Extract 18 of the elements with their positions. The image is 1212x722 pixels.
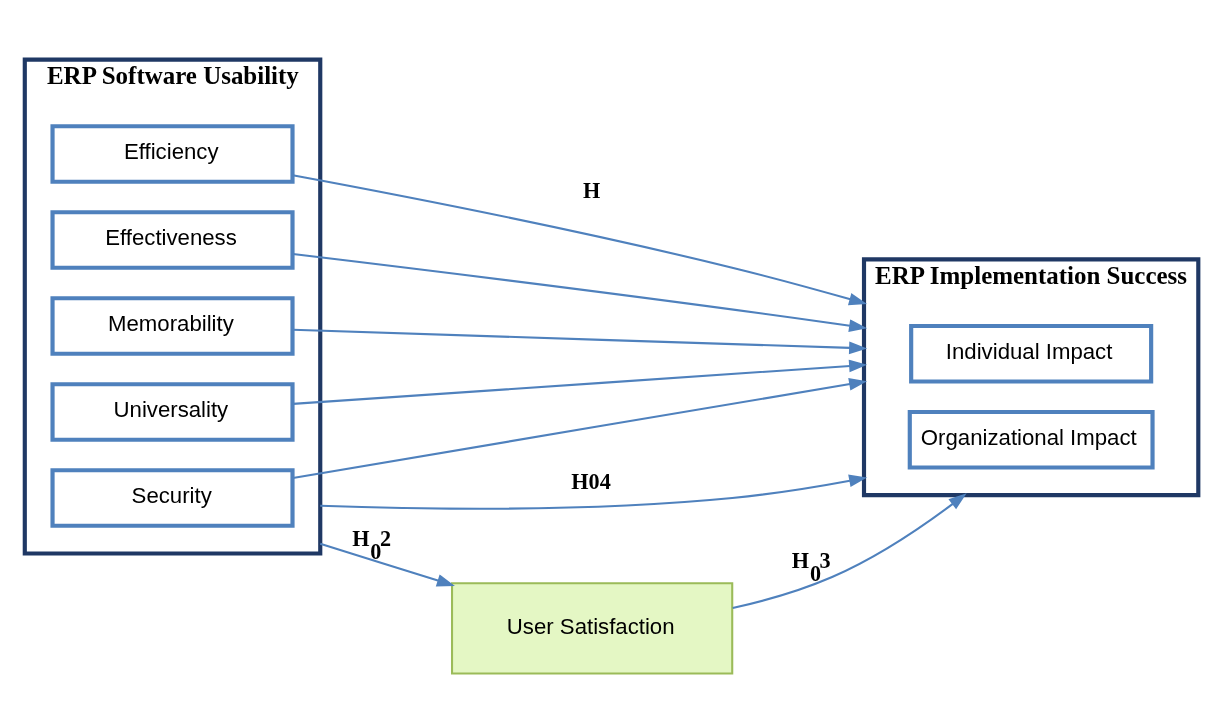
node-box: Efficiency [50,124,295,184]
node-box: Organizational Impact [907,409,1155,470]
edge-label: H [583,178,601,204]
arrow [319,542,455,587]
arrow [320,474,868,510]
node-box: Security [50,468,295,528]
node-box: User Satisfaction [451,582,734,675]
arrow [292,377,868,479]
arrow [292,328,868,355]
arrow [292,174,868,306]
node-box: Universality [50,382,295,442]
node-box: Memorability [50,296,295,356]
node-box: Effectiveness [50,210,295,270]
edge-label: H04 [571,469,611,495]
arrow [292,359,868,405]
node-box: Individual Impact [909,323,1154,384]
arrow [732,493,967,610]
arrow [292,253,868,332]
